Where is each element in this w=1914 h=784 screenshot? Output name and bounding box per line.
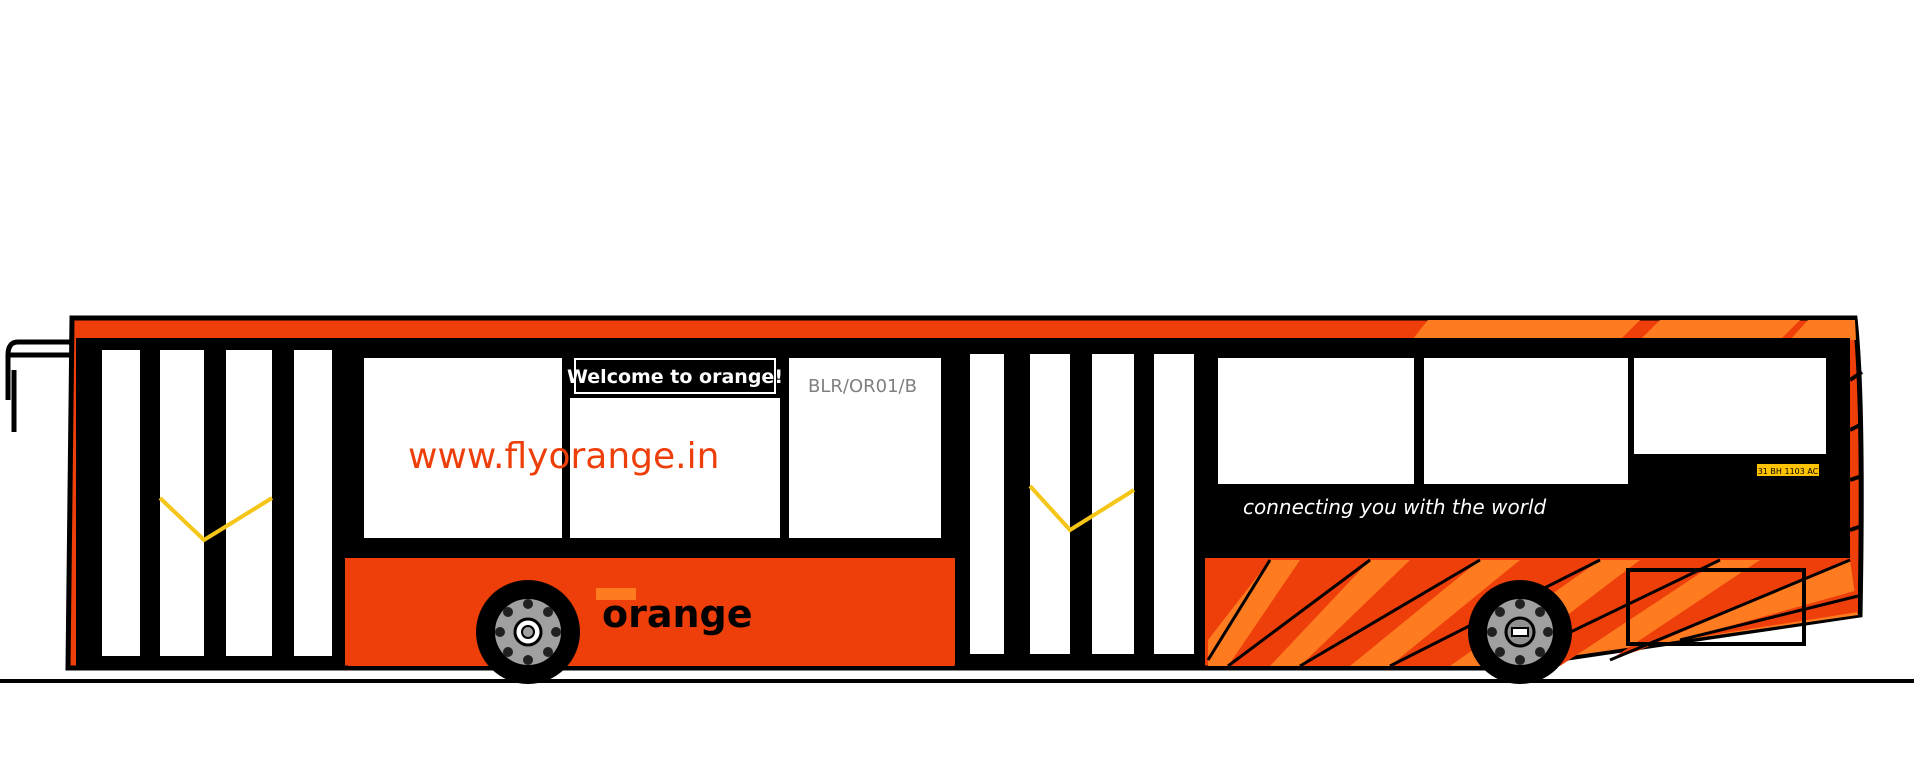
middle-door: [970, 354, 1194, 654]
rear-lower-section: [1206, 558, 1859, 668]
destination-text: Welcome to orange!: [567, 366, 783, 388]
lower-panel: [348, 560, 954, 666]
roof-stripes: [1412, 320, 1856, 340]
rear-windows: [1218, 358, 1826, 484]
front-door: [102, 350, 332, 656]
logo-bar: [596, 588, 636, 600]
engine-hatch: [1626, 568, 1806, 646]
front-windows: [364, 358, 941, 538]
rear-wheel: [1468, 580, 1572, 684]
route-code: BLR/OR01/B: [808, 376, 917, 397]
tagline-text: connecting you with the world: [1243, 495, 1546, 519]
number-plate: 31 BH 1103 AC: [1757, 464, 1819, 476]
brand-logo: orange: [596, 588, 753, 636]
side-mirror: [5, 339, 85, 432]
rear-struts: [1848, 370, 1864, 532]
brand-text: orange: [602, 592, 753, 636]
front-wheel: [476, 580, 580, 684]
website-text: www.flyorange.in: [408, 436, 719, 477]
destination-board: Welcome to orange!: [567, 355, 783, 397]
plate-text: 31 BH 1103 AC: [1758, 467, 1819, 476]
